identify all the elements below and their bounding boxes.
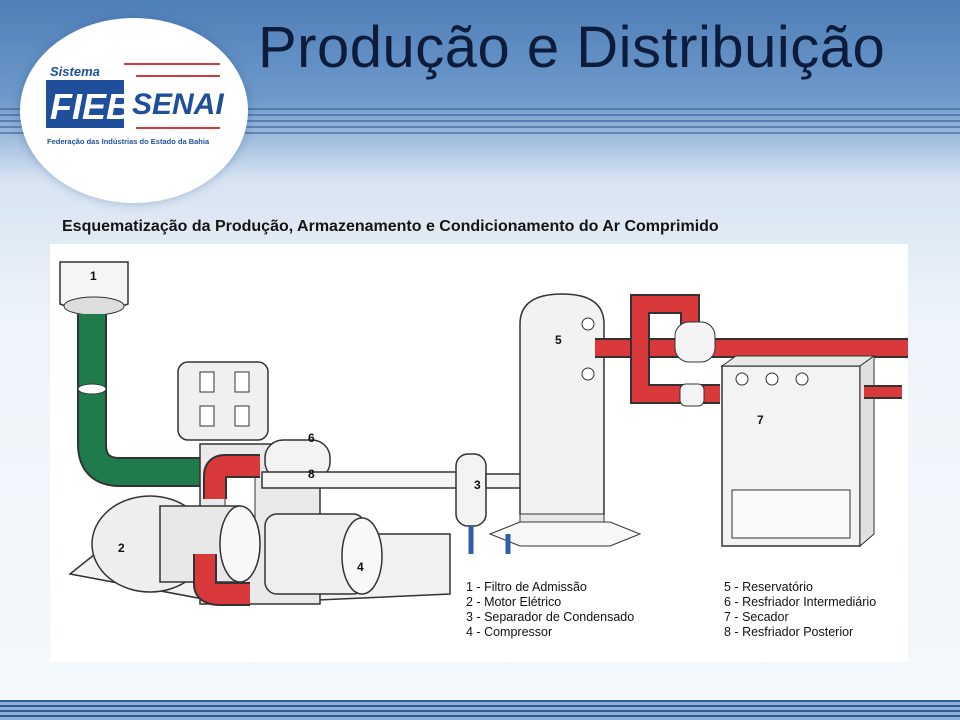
label-2: 2 — [118, 541, 125, 555]
label-3: 3 — [474, 478, 481, 492]
label-5: 5 — [555, 333, 562, 347]
legend-item: 7 - Secador — [724, 610, 789, 624]
logo-subtitle-text: Federação das Indústrias do Estado da Ba… — [47, 137, 210, 146]
label-8: 8 — [308, 467, 315, 481]
legend-left: 1 - Filtro de Admissão 2 - Motor Elétric… — [466, 580, 634, 640]
legend-item: 4 - Compressor — [466, 625, 553, 639]
slide-title: Produção e Distribuição — [258, 15, 886, 80]
aftercooler-pipe — [261, 471, 463, 489]
logo-fieb-box — [46, 80, 124, 128]
footer-stripes — [0, 700, 960, 720]
diagram-panel: 1 2 3 4 5 6 7 8 1 - Filtro de Admissão 2… — [50, 244, 908, 662]
legend-item: 3 - Separador de Condensado — [466, 610, 635, 624]
legend-item: 2 - Motor Elétrico — [466, 595, 562, 609]
label-7: 7 — [757, 413, 764, 427]
legend-item: 1 - Filtro de Admissão — [466, 580, 587, 594]
label-4: 4 — [357, 560, 364, 574]
legend-item: 6 - Resfriador Intermediário — [724, 595, 877, 609]
diagram-caption: Esquematização da Produção, Armazenament… — [62, 218, 719, 235]
label-6: 6 — [308, 431, 315, 445]
logo-fieb-text: FIEB — [50, 86, 132, 127]
compressor-head-upper — [177, 361, 269, 441]
fieb-senai-logo: Sistema FIEB SENAI Federação das Indústr… — [20, 18, 248, 203]
label-1: 1 — [90, 269, 97, 283]
condensate-separator — [455, 453, 487, 527]
legend-item: 8 - Resfriador Posterior — [724, 625, 854, 639]
legend-right: 5 - Reservatório 6 - Resfriador Intermed… — [724, 580, 876, 640]
logo-senai-text: SENAI — [132, 88, 224, 121]
legend-item: 5 - Reservatório — [724, 580, 813, 594]
compressed-air-diagram: 1 2 3 4 5 6 7 8 — [59, 261, 908, 606]
logo-sistema-text: Sistema — [50, 64, 100, 79]
